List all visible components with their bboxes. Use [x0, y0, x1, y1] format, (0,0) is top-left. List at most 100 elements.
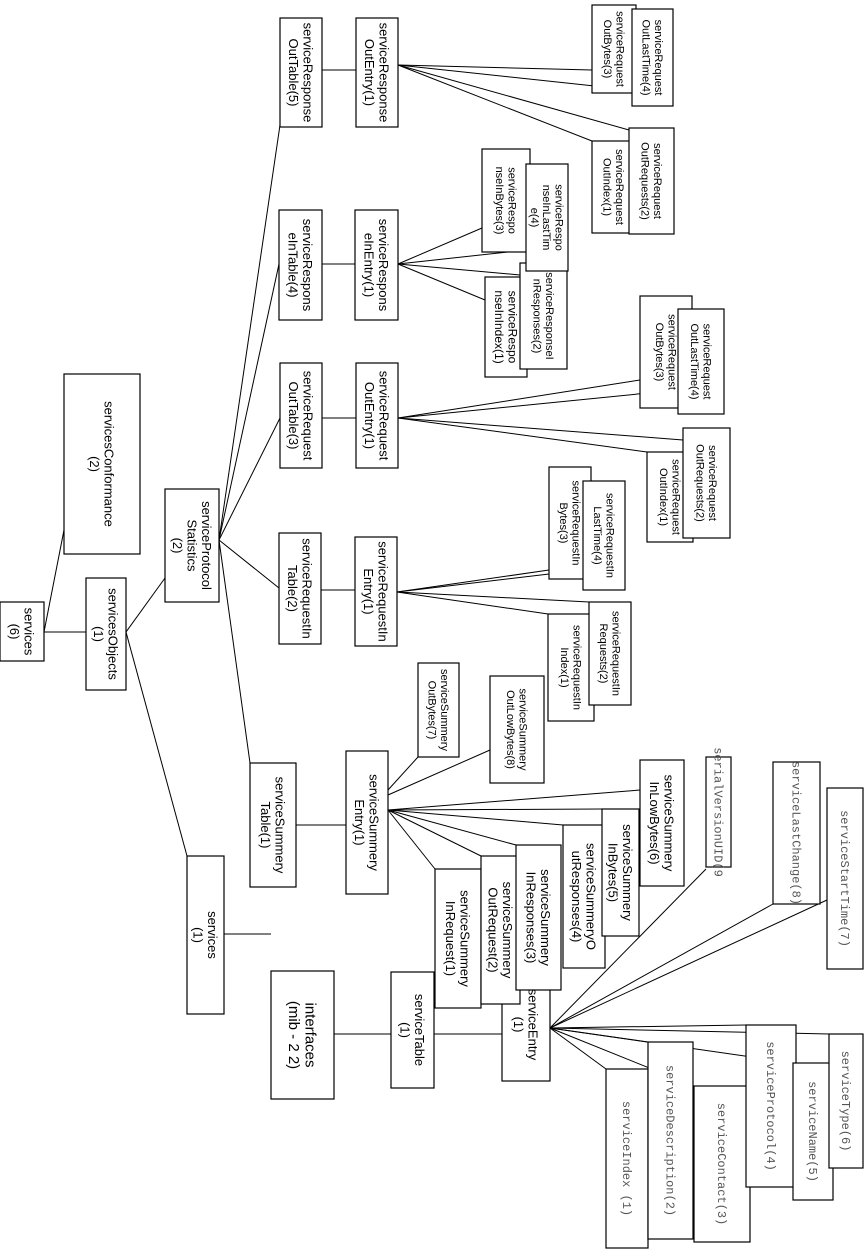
node-box: [85, 577, 127, 691]
node-label: serviceRequestOutIndex(1): [601, 149, 625, 225]
tree-connectors: [43, 64, 830, 1087]
node-service-name: serviceName(5): [792, 1062, 834, 1201]
node-label: serviceResponseInIndex(1): [492, 290, 519, 363]
node-box: [588, 601, 632, 706]
node-label: serviceSummeryOutRequest(2): [486, 882, 516, 979]
node-box: [547, 613, 595, 722]
node-label-line: serviceSummery: [662, 775, 677, 872]
node-label: serviceSummeryInLowBytes(6): [647, 775, 677, 872]
node-label-line: servicesConformance: [102, 401, 117, 527]
node-label-line: (1): [398, 1022, 413, 1038]
node-box: [279, 17, 323, 128]
node-label: serviceSummeryOutBytes(7): [426, 669, 450, 751]
node-label-line: serviceProtocol: [199, 501, 214, 590]
node-ss-out-request: serviceSummeryOutRequest(2): [480, 855, 521, 1005]
node-label: servicesConformance(2): [87, 401, 117, 527]
node-label-line: serviceSummery: [516, 689, 528, 771]
node-box: [682, 427, 731, 539]
node-label: serviceRequestInLastTime(4): [591, 493, 615, 578]
node-box: [705, 756, 732, 868]
node-label-line: serialVersionUID(9: [710, 747, 724, 877]
node-label-line: serviceSummery: [438, 669, 450, 751]
node-label: interfaces(mib - 2 2): [285, 1001, 319, 1069]
connector-line: [397, 417, 648, 453]
node-label-line: OutEntry(1): [362, 39, 377, 106]
node-label-line: serviceSummery: [458, 890, 473, 987]
node-label-line: serviceRequest: [301, 371, 316, 461]
node-box: [355, 362, 399, 469]
node-box: [745, 1024, 797, 1188]
node-label: serviceRequestInTable(2): [285, 538, 315, 638]
node-label-line: (2): [87, 456, 102, 472]
node-label: serviceRequestOutIndex(1): [657, 459, 681, 535]
node-label: serialVersionUID(9: [710, 747, 724, 877]
node-label-line: serviceRequest: [613, 149, 625, 225]
node-box: [772, 761, 821, 905]
node-service-request-in-table: serviceRequestInTable(2): [278, 532, 322, 645]
node-ss-out-low-bytes: serviceSummeryOutLowBytes(8): [489, 675, 545, 784]
node-services-objects: servicesObjects(1): [85, 577, 127, 691]
node-label: serviceSummeryInBytes(5): [606, 824, 636, 921]
node-label: serviceProtocolStatistics(2): [170, 501, 214, 590]
node-box: [591, 4, 637, 94]
node-label: serviceRequestOutLastTime(4): [688, 323, 712, 399]
node-label-line: serviceIndex (1): [619, 1101, 633, 1216]
node-label-line: eInTable(4): [286, 232, 301, 297]
node-service-protocol-statistics: serviceProtocolStatistics(2): [164, 488, 220, 603]
node-label-line: servicesObjects: [106, 588, 121, 680]
node-ss-out-bytes: serviceSummeryOutBytes(7): [417, 662, 460, 758]
connector-line: [387, 809, 517, 846]
node-ss-in-low-bytes: serviceSummeryInLowBytes(6): [639, 759, 685, 887]
node-label: serviceTable(1): [398, 994, 428, 1066]
node-label: serviceType(6): [838, 1051, 852, 1152]
node-label-line: OutIndex(1): [657, 468, 669, 526]
node-label-line: nResponses(2): [531, 279, 543, 354]
connector-line: [218, 124, 281, 541]
node-label-line: serviceEntry: [526, 989, 541, 1061]
node-label-line: LastTime(4): [591, 506, 603, 564]
node-label: serviceResponseInResponses(2): [531, 272, 555, 359]
connector-line: [387, 809, 564, 826]
node-label: serviceSummeryOutLowBytes(8): [504, 689, 528, 771]
node-label-line: serviceRequest: [669, 459, 681, 535]
node-label-line: OutBytes(3): [601, 20, 613, 79]
node-label-line: e(4): [528, 208, 540, 228]
node-box: [270, 970, 335, 1100]
node-service-protocol: serviceProtocol(4): [745, 1024, 797, 1188]
connector-line: [397, 417, 684, 441]
node-label-line: InLowBytes(6): [647, 781, 662, 864]
node-ss-in-bytes: serviceSummeryInBytes(5): [601, 808, 640, 937]
node-label: serviceName(5): [805, 1081, 819, 1182]
node-label-line: serviceRequest: [613, 11, 625, 87]
node-box: [519, 262, 568, 370]
node-label-line: OutBytes(7): [426, 681, 438, 740]
connector-line: [397, 389, 679, 419]
node-label: serviceSummeryTable(1): [258, 777, 288, 874]
node-box: [601, 808, 640, 937]
node-label-line: OutLastTime(4): [640, 19, 652, 95]
node-box: [186, 855, 225, 1015]
connector-line: [43, 529, 65, 633]
connector-line: [396, 591, 549, 615]
connector-line: [397, 379, 641, 419]
connector-line: [387, 808, 603, 811]
node-label: serviceResponseInEntry(1): [362, 219, 392, 312]
connector-line: [397, 227, 483, 265]
node-label: serviceSummeryOutResponses(4): [569, 843, 599, 950]
node-rs-in-responses: serviceResponseInResponses(2): [519, 262, 568, 370]
node-label-line: serviceSummery: [273, 777, 288, 874]
node-box: [345, 750, 389, 895]
node-label-line: serviceLastChange(8): [788, 761, 802, 905]
node-label-line: Table(1): [258, 802, 273, 849]
connector-line: [387, 749, 491, 796]
node-label: serviceEntry(1): [511, 989, 541, 1061]
node-label-line: serviceSummery: [500, 882, 515, 979]
node-label: serviceLastChange(8): [788, 761, 802, 905]
node-label: serviceProtocol(4): [763, 1041, 777, 1171]
node-ss-in-responses: serviceSummeryInResponses(3): [515, 844, 562, 991]
node-label-line: serviceDescription(2): [662, 1065, 676, 1216]
node-rs-in-last-time: serviceResponseInLastTime(4): [525, 163, 569, 272]
node-label-line: Entry(1): [361, 568, 376, 614]
node-box: [390, 971, 435, 1089]
